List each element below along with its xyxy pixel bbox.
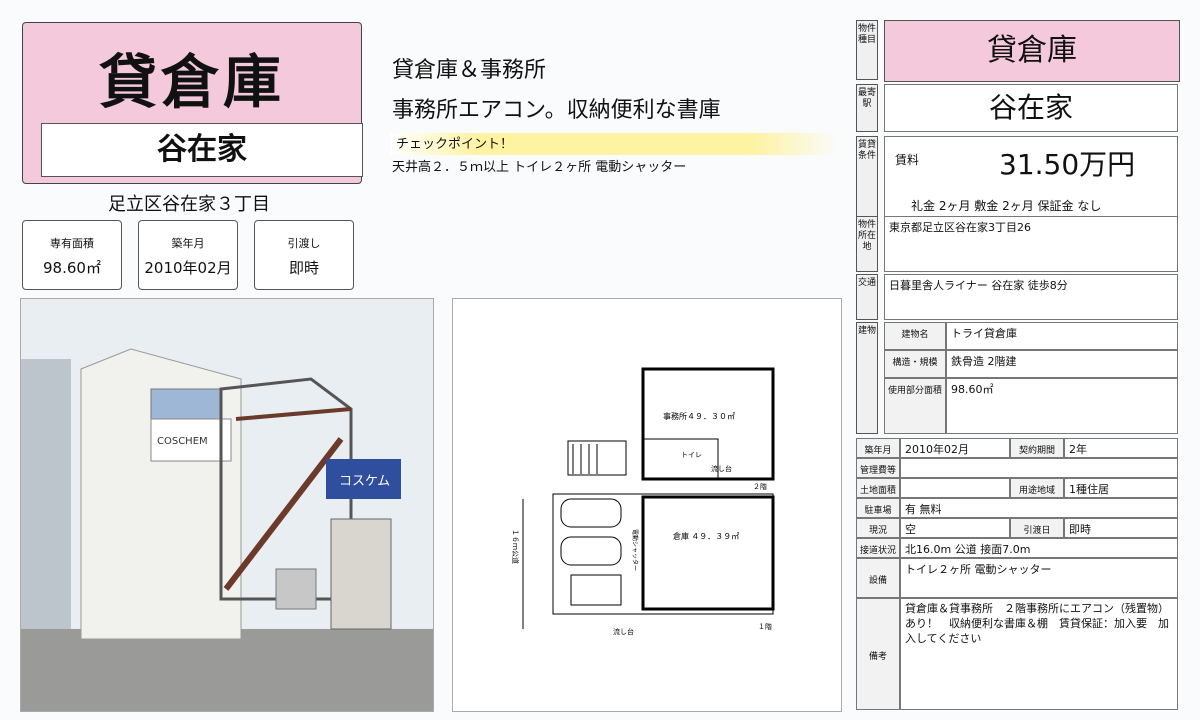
feature-list: 天井高２．５ｍ以上 トイレ２ヶ所 電動シャッター: [392, 160, 687, 175]
property-type-title: 貸倉庫: [98, 48, 285, 116]
transport-head: 交通: [856, 274, 878, 320]
station-name: 谷在家: [41, 123, 363, 177]
plan-road-label: １６ｍ公道: [511, 529, 520, 564]
building-head: 建物: [856, 322, 878, 434]
plan-warehouse-label: 倉庫 ４９．３９㎡: [673, 531, 739, 541]
handover-box: 引渡し 即時: [254, 220, 354, 290]
terms-head: 賃貸条件: [856, 136, 878, 226]
area-box: 専有面積 98.60㎡: [22, 220, 122, 290]
plan-toilet-label: トイレ: [681, 452, 702, 459]
right-building-name: トライ貸倉庫: [946, 322, 1178, 350]
floor-plan-drawing: 事務所４９．３０㎡ トイレ 流し台 ２階 倉庫 ４９．３９㎡ 電動シャッター 流…: [511, 367, 775, 636]
address-head: 物件所在地: [856, 216, 878, 272]
right-usearea: 98.60㎡: [946, 378, 1178, 434]
headline-primary: 貸倉庫＆事務所: [392, 58, 547, 83]
station-head: 最寄駅: [856, 84, 878, 132]
row-zoning-label: 用途地域: [1010, 478, 1064, 498]
rent-value: 31.50万円: [999, 148, 1136, 181]
structure-label: 構造・規模: [884, 350, 946, 378]
built-value: 2010年02月: [144, 259, 232, 277]
property-type-card: 貸倉庫 谷在家: [22, 22, 363, 184]
plan-shutter-label: 電動シャッター: [631, 529, 639, 571]
right-address: 東京都足立区谷在家3丁目26: [884, 216, 1178, 272]
detail-table: 物件種目 貸倉庫 最寄駅 谷在家 賃貸条件 賃料 31.50万円 礼金 2ヶ月 …: [856, 20, 1184, 710]
type-head: 物件種目: [856, 20, 878, 80]
row-parking-label: 駐車場: [856, 498, 900, 518]
row-notes: 貸倉庫＆貸事務所 ２階事務所にエアコン（残置物）あり！ 収納便利な書庫＆棚 賃貸…: [900, 598, 1178, 710]
row-status-label: 現況: [856, 518, 900, 538]
plan-floor2-label: ２階: [753, 482, 767, 491]
area-value: 98.60㎡: [43, 259, 101, 277]
row-notes-label: 備考: [856, 598, 900, 710]
row-road-label: 接道状況: [856, 538, 900, 558]
row-road: 北16.0m 公道 接面7.0m: [900, 538, 1178, 558]
row-built-label: 築年月: [856, 438, 900, 458]
handover-label: 引渡し: [287, 237, 321, 250]
row-mgmt: [900, 458, 1178, 478]
row-parking: 有 無料: [900, 498, 1178, 518]
rent-label: 賃料: [895, 153, 920, 167]
short-address: 足立区谷在家３丁目: [108, 194, 270, 215]
usearea-label: 使用部分面積: [884, 378, 946, 434]
building-illustration: COSCHEM コスケム: [21, 299, 433, 711]
bname-label: 建物名: [884, 322, 946, 350]
row-status: 空: [900, 518, 1010, 538]
terms-box: 賃料 31.50万円 礼金 2ヶ月 敷金 2ヶ月 保証金 なし: [884, 136, 1178, 226]
row-handover-label: 引渡日: [1010, 518, 1064, 538]
row-mgmt-label: 管理費等: [856, 458, 900, 478]
right-transport: 日暮里舎人ライナー 谷在家 徒歩8分: [884, 274, 1178, 320]
row-built: 2010年02月: [900, 438, 1010, 458]
right-type: 貸倉庫: [884, 20, 1180, 82]
headline-secondary: 事務所エアコン。収納便利な書庫: [392, 98, 721, 123]
plan-sink2-label: 流し台: [613, 627, 634, 636]
row-handover: 即時: [1064, 518, 1178, 538]
row-zoning: 1種住居: [1064, 478, 1178, 498]
deposits: 礼金 2ヶ月 敷金 2ヶ月 保証金 なし: [911, 199, 1102, 213]
plan-sink-label: 流し台: [711, 464, 732, 473]
row-equip-label: 設備: [856, 558, 900, 598]
row-land: [900, 478, 1010, 498]
floor-plan: 事務所４９．３０㎡ トイレ 流し台 ２階 倉庫 ４９．３９㎡ 電動シャッター 流…: [452, 298, 842, 712]
right-structure: 鉄骨造 2階建: [946, 350, 1178, 378]
handover-value: 即時: [288, 259, 319, 277]
building-photo: COSCHEM コスケム: [20, 298, 434, 712]
sign-logo: COSCHEM: [157, 436, 208, 447]
area-label: 専有面積: [50, 237, 94, 250]
row-equip: トイレ２ヶ所 電動シャッター: [900, 558, 1178, 598]
row-contract-label: 契約期間: [1010, 438, 1064, 458]
plan-office-label: 事務所４９．３０㎡: [663, 411, 735, 421]
built-box: 築年月 2010年02月: [138, 220, 238, 290]
right-station: 谷在家: [884, 84, 1178, 132]
row-land-label: 土地面積: [856, 478, 900, 498]
row-contract: 2年: [1064, 438, 1178, 458]
checkpoint-label: チェックポイント！: [390, 133, 840, 155]
built-label: 築年月: [171, 237, 205, 250]
plan-floor1-label: １階: [758, 622, 772, 631]
sign-company: コスケム: [339, 474, 390, 489]
